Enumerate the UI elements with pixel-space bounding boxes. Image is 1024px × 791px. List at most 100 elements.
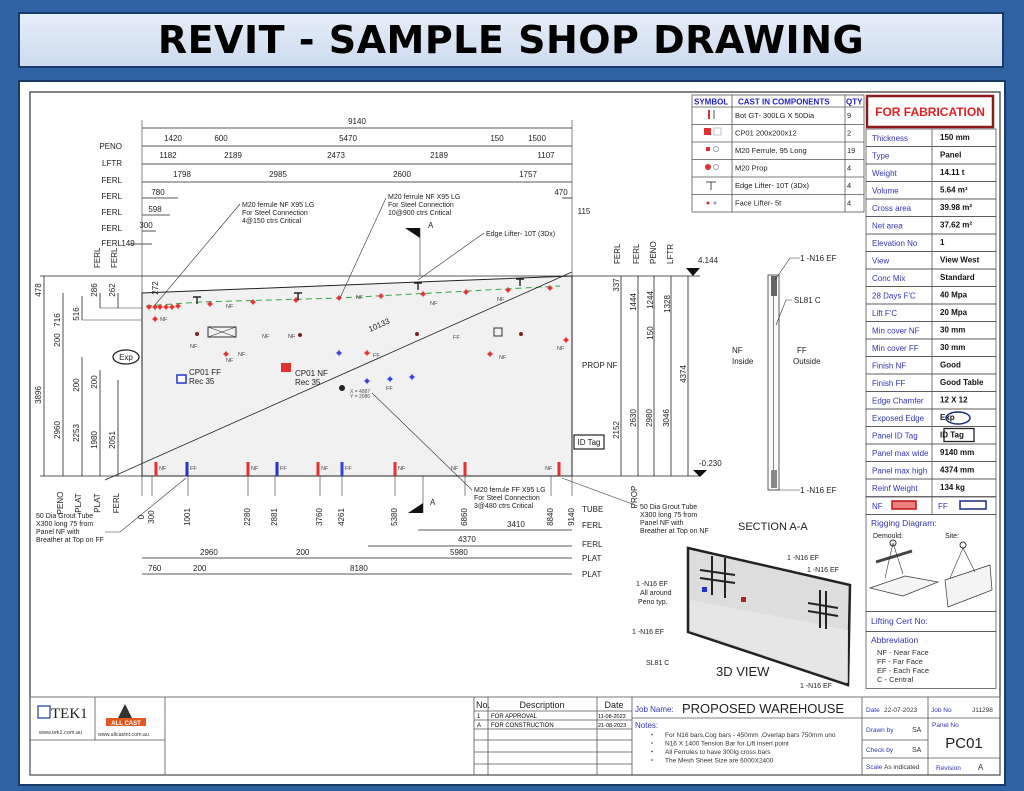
dim-value: 8180 — [350, 564, 368, 573]
dim-value: 2189 — [224, 151, 242, 160]
callout-text: M20 ferrule FF X95 LG — [474, 487, 546, 494]
ferrule-marker-dot — [208, 302, 212, 306]
dim-tick-label: 8840 — [546, 508, 555, 526]
component-qty: 2 — [847, 129, 851, 138]
prop-symbol-icon — [705, 164, 719, 170]
dim-value: 2980 — [645, 409, 654, 427]
bullet-icon — [651, 742, 653, 744]
id-tag-label: ID Tag — [578, 438, 601, 447]
cp01-ff-icon — [176, 374, 187, 384]
3d-label: 1 -N16 EF — [787, 555, 819, 562]
callouts: M20 ferrule NF X95 LG For Steel Connecti… — [36, 194, 709, 544]
scale-value: As indicated — [884, 764, 920, 771]
face-label: NF — [497, 297, 505, 303]
cp01-nf-rec: Rec 35 — [295, 378, 321, 387]
rev-date: 11-08-2023 — [598, 714, 626, 720]
level-marker-icon — [686, 268, 700, 276]
dim-row-label: FERL — [582, 521, 603, 530]
cp01-ff-rec: Rec 35 — [189, 377, 215, 386]
dim-tick-label: 2881 — [270, 508, 279, 526]
callout-text: 50 Dia Grout Tube — [640, 504, 697, 511]
ferrule-marker-dot — [224, 352, 228, 356]
site-rigging-icon — [944, 541, 993, 608]
property-value: 150 mm — [940, 133, 970, 142]
grout-tube-marker — [393, 462, 397, 476]
section-ff-outside: Outside — [793, 357, 821, 366]
header-symbol: SYMBOL — [694, 98, 728, 107]
ferrule-marker-dot — [564, 338, 568, 342]
face-lifter-symbol-icon — [706, 201, 717, 205]
dim-value: 1328 — [663, 295, 672, 313]
face-label: NF — [251, 466, 259, 472]
notes-label: Notes: — [635, 721, 658, 730]
page-title: REVIT - SAMPLE SHOP DRAWING — [157, 18, 865, 62]
nf-ff-legend: NF FF — [865, 496, 997, 515]
header-components: CAST IN COMPONENTS — [738, 98, 830, 107]
dim-overall-width: 9140 — [348, 117, 366, 126]
edge-lifter-marker — [193, 296, 201, 304]
dim-value: 470 — [554, 188, 568, 197]
dim-value: 1182 — [159, 151, 177, 160]
rev-header: Description — [519, 700, 564, 710]
edge-lifter-marker — [294, 292, 302, 300]
date-label: Date — [866, 707, 880, 714]
component-qty: 4 — [847, 164, 851, 173]
section-mark-top: A — [428, 221, 434, 230]
dim-value: 3896 — [34, 386, 43, 404]
dim-row-label: PENO — [649, 241, 658, 264]
ferrule-marker-dot — [464, 290, 468, 294]
callout-text: M20 ferrule NF X95 LG — [388, 194, 460, 201]
job-no: J11298 — [972, 707, 993, 714]
dim-row-label: FERL — [102, 192, 123, 201]
check-value: SA — [912, 747, 922, 754]
face-label: NF — [499, 355, 507, 361]
abbreviation-title: Abbreviation — [871, 635, 919, 645]
dim-value: 3046 — [662, 409, 671, 427]
dim-value: 2189 — [430, 151, 448, 160]
face-label: NF — [262, 334, 270, 340]
job-name-label: Job Name: — [635, 705, 674, 714]
abbreviation-item: EF - Each Face — [877, 666, 929, 675]
dim-value: 4370 — [458, 535, 476, 544]
penetration-icon — [493, 327, 503, 337]
property-value: 40 Mpa — [940, 291, 968, 300]
title-banner: REVIT - SAMPLE SHOP DRAWING — [18, 12, 1004, 68]
face-label: NF — [190, 344, 198, 350]
property-label: Reinf Weight — [872, 484, 918, 493]
property-value: 5.64 m³ — [940, 186, 968, 195]
dim-tick-label: 2280 — [243, 508, 252, 526]
allcast-url[interactable]: www.allcastnt.com.au — [98, 732, 149, 738]
property-value: 14.11 t — [940, 168, 965, 177]
property-label: Conc Mix — [872, 274, 905, 283]
ff-legend-label: FF — [938, 502, 948, 511]
panel-no: PC01 — [945, 735, 983, 752]
id-tag-box — [573, 434, 605, 450]
cog-y: Y = 2086 — [350, 394, 370, 400]
dim-row-label: LFTR — [666, 244, 675, 264]
property-value: Good — [940, 361, 961, 370]
dim-value: 115 — [578, 207, 591, 216]
edge-lifter-symbol-icon — [706, 181, 716, 190]
3d-view: 1 -N16 EF 1 -N16 EF 1 -N16 EF All around… — [632, 546, 852, 690]
ferrule-marker-dot — [488, 352, 492, 356]
date-value: 22-07-2023 — [884, 707, 918, 714]
top-dimensions: 9140 PENO LFTR FERL FERL FERL FERL FERL … — [99, 117, 591, 476]
tek1-url[interactable]: www.tek1.com.au — [38, 730, 82, 736]
face-label: NF — [451, 466, 459, 472]
property-value: 134 kg — [940, 483, 965, 492]
panel-no-label: Panel No — [932, 722, 959, 729]
dim-value: 262 — [108, 283, 117, 297]
grout-tube-marker — [340, 462, 344, 476]
ferrule-marker-dot — [337, 296, 341, 300]
3d-label: 1 -N16 EF — [632, 629, 664, 636]
drawn-label: Drawn by — [866, 727, 894, 734]
abbreviation-item: NF - Near Face — [877, 648, 929, 657]
face-label: FF — [345, 466, 352, 472]
drawn-value: SA — [912, 727, 922, 734]
dim-tick-label: 9140 — [567, 508, 576, 526]
ferrule-symbol-icon — [706, 146, 719, 152]
ferrule-marker-dot — [548, 286, 552, 290]
3d-view-title: 3D VIEW — [716, 664, 770, 679]
